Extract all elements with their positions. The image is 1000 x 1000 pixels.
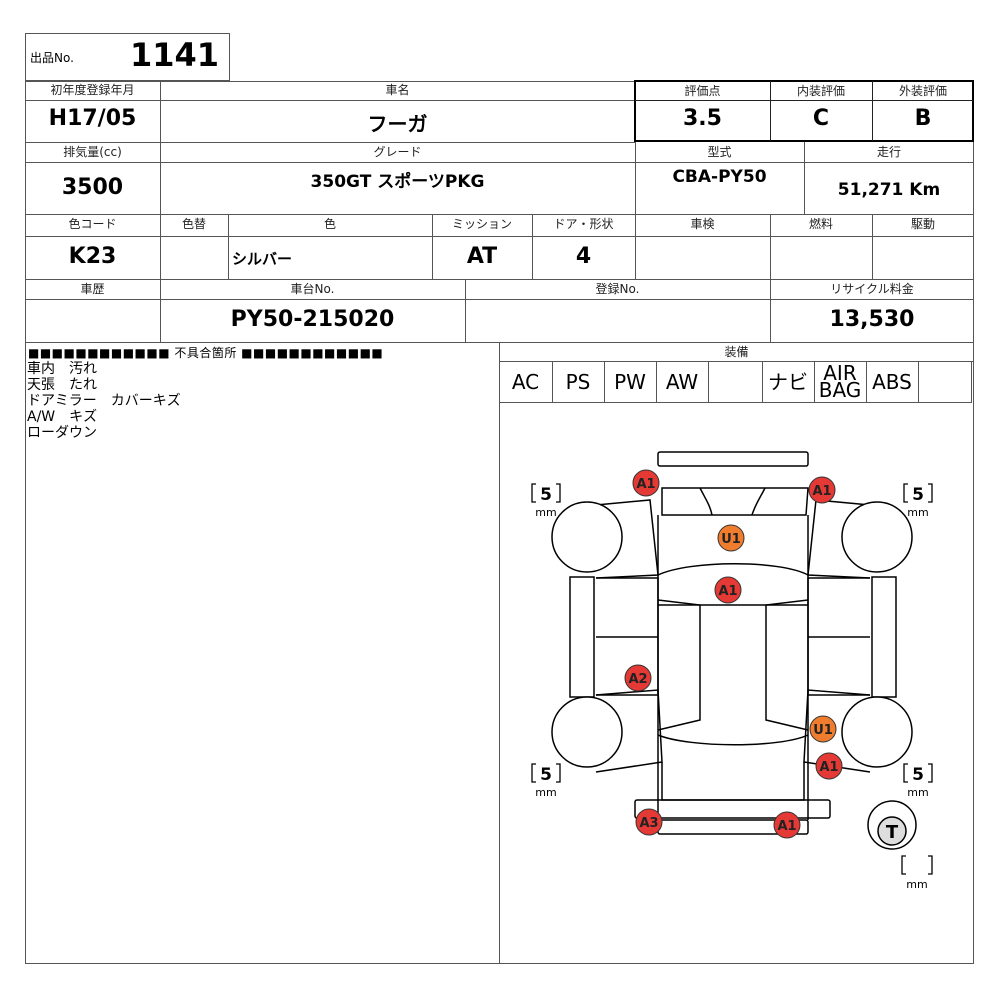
chassis-label: 車台No. [290, 282, 335, 296]
damage-mark-code: A3 [639, 816, 658, 831]
car-diagram: 5 5 5 5 T mm mm mm mm mm A1 A1 U1 A1 A2 … [531, 451, 933, 891]
damage-mark-circle [624, 664, 652, 692]
tire-rr-unit: mm [907, 786, 928, 799]
spare-tire-unit: mm [906, 878, 927, 891]
damage-mark-circle [815, 752, 843, 780]
color-code-value: K23 [68, 244, 117, 269]
exterior-label: 外装評価 [898, 84, 947, 98]
damage-mark-code: A2 [628, 672, 647, 687]
equip-abs: ABS [872, 370, 912, 394]
tire-rl-unit: mm [535, 786, 556, 799]
defect-line: 車内 汚れ [27, 361, 97, 377]
defect-line: 天張 たれ [27, 377, 97, 393]
spare-tire-label: T [886, 822, 899, 843]
inspection-label: 車検 [690, 217, 715, 231]
damage-mark-code: A1 [819, 760, 838, 775]
equip-aw: AW [665, 370, 699, 394]
chassis-value: PY50-215020 [230, 307, 395, 332]
damage-mark-circle [632, 469, 660, 497]
mileage-label: 走行 [876, 145, 901, 159]
defect-line: ローダウン [27, 425, 97, 441]
equip-ac: AC [511, 370, 540, 394]
damage-mark: A1 [632, 469, 660, 497]
equipment-row [499, 361, 972, 403]
damage-mark-circle [635, 808, 663, 836]
color-code-label: 色コード [68, 217, 117, 231]
score-value: 3.5 [683, 106, 722, 131]
color-label: 色 [323, 217, 336, 231]
spare-tire-hub [877, 816, 907, 846]
equipment-header: 装備 [724, 345, 749, 359]
defect-line: ドアミラー カバーキズ [27, 393, 181, 409]
damage-mark-circle [714, 576, 742, 604]
damage-mark-code: A1 [812, 484, 831, 499]
interior-value: C [812, 106, 830, 131]
mission-value: AT [466, 244, 498, 269]
score-label: 評価点 [684, 84, 721, 98]
door-value: 4 [575, 244, 592, 269]
defects-list: 車内 汚れ 天張 たれ ドアミラー カバーキズ A/W キズ ローダウン [27, 361, 181, 441]
mission-label: ミッション [451, 217, 512, 231]
model-value: CBA-PY50 [672, 167, 767, 187]
score-box [634, 80, 974, 142]
damage-mark-circle [809, 715, 837, 743]
tire-fr-unit: mm [907, 506, 928, 519]
rear-left-tire [551, 696, 623, 768]
grade-label: グレード [373, 145, 422, 159]
damage-mark-code: A1 [718, 584, 737, 599]
fuel-label: 燃料 [808, 217, 833, 231]
recycle-label: リサイクル料金 [830, 282, 914, 296]
color-value: シルバー [232, 250, 293, 268]
damage-mark-circle [717, 524, 745, 552]
reg-year-value: H17/05 [48, 106, 137, 131]
damage-mark-code: A1 [777, 819, 796, 834]
damage-mark-code: A1 [636, 477, 655, 492]
model-label: 型式 [707, 145, 732, 159]
lot-number-label: 出品No. [30, 51, 74, 65]
equip-ps: PS [565, 370, 591, 394]
recycle-value: 13,530 [829, 307, 915, 332]
damage-mark-circle [808, 476, 836, 504]
damage-mark: A1 [773, 811, 801, 839]
lot-number-box [25, 33, 230, 81]
defect-line: A/W キズ [27, 409, 98, 425]
front-left-tire [551, 501, 623, 573]
history-label: 車歴 [80, 282, 105, 296]
damage-mark: U1 [809, 715, 837, 743]
drive-label: 駆動 [910, 217, 935, 231]
tire-rr-depth: 5 [912, 765, 924, 785]
repaint-label: 色替 [181, 217, 206, 231]
displacement-label: 排気量(cc) [63, 145, 122, 159]
lot-number-value: 1141 [130, 36, 220, 74]
damage-mark: U1 [717, 524, 745, 552]
tire-fr-depth: 5 [912, 485, 924, 505]
damage-mark-code: U1 [721, 532, 741, 547]
rear-right-tire [841, 696, 913, 768]
exterior-value: B [914, 106, 932, 131]
tire-fl-depth: 5 [540, 485, 552, 505]
mileage-value: 51,271 Km [837, 180, 941, 200]
tire-rl-depth: 5 [540, 765, 552, 785]
equip-airbag: AIR BAG [818, 362, 862, 399]
damage-mark: A2 [624, 664, 652, 692]
displacement-value: 3500 [61, 175, 124, 200]
damage-mark: A3 [635, 808, 663, 836]
damage-mark-code: U1 [813, 723, 833, 738]
door-label: ドア・形状 [553, 217, 614, 231]
damage-mark: A1 [808, 476, 836, 504]
reg-year-label: 初年度登録年月 [50, 83, 135, 97]
equip-pw: PW [614, 370, 646, 394]
damage-mark: A1 [714, 576, 742, 604]
interior-label: 内装評価 [796, 84, 845, 98]
front-right-tire [841, 501, 913, 573]
damage-mark: A1 [815, 752, 843, 780]
car-name-label: 車名 [385, 83, 410, 97]
defects-header: ■■■■■■■■■■■■ 不具合箇所 ■■■■■■■■■■■■ [28, 346, 384, 360]
car-name-value: フーガ [367, 112, 428, 136]
tire-fl-unit: mm [535, 506, 556, 519]
equip-navi: ナビ [768, 370, 808, 394]
grade-value: 350GT スポーツPKG [310, 172, 485, 192]
registration-label: 登録No. [595, 282, 640, 296]
damage-mark-circle [773, 811, 801, 839]
